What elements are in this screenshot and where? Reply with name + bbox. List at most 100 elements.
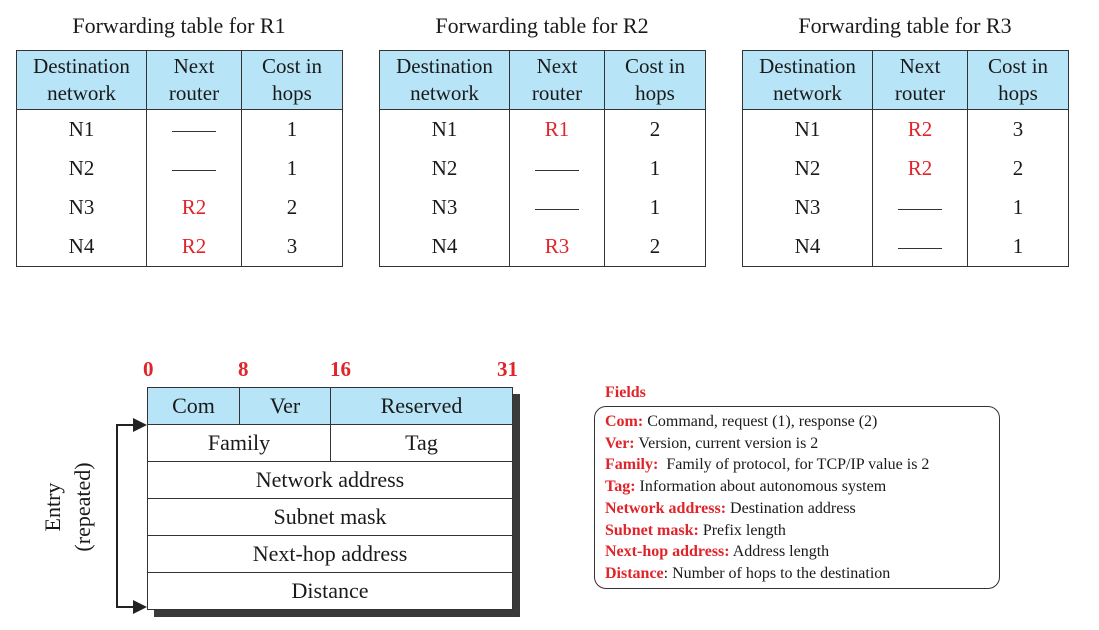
reserved-field: Reserved xyxy=(330,388,512,424)
network-address-row: Network address xyxy=(147,462,513,499)
com-field: Com xyxy=(172,393,215,418)
entry-bracket-bottom xyxy=(116,606,134,608)
cost-cell: 1 xyxy=(241,109,343,149)
entry-repeated-label: Entry (repeated) xyxy=(38,452,128,562)
dest-cell: N1 xyxy=(379,109,510,149)
table-row: N1 R1 2 xyxy=(379,109,706,149)
cost-cell: 2 xyxy=(604,227,706,267)
fields-title: Fields xyxy=(605,384,646,401)
dest-cell: N3 xyxy=(16,188,147,227)
dash-icon xyxy=(898,247,942,249)
fields-legend: Com: Command, request (1), response (2) … xyxy=(594,406,1000,589)
next-router-cell: R2 xyxy=(146,227,242,267)
cost-cell: 1 xyxy=(241,149,343,188)
column-header-cost: Cost in hops xyxy=(241,50,343,110)
cost-cell: 3 xyxy=(241,227,343,267)
forwarding-table-r1: Forwarding table for R1 Destination netw… xyxy=(16,12,343,267)
dash-icon xyxy=(898,208,942,210)
dest-cell: N4 xyxy=(379,227,510,267)
column-header-cost: Cost in hops xyxy=(604,50,706,110)
field-key: Ver: xyxy=(605,434,635,452)
bit-number-8: 8 xyxy=(238,357,249,381)
distance-field: Distance xyxy=(291,578,369,603)
table-title: Forwarding table for R3 xyxy=(798,13,1012,38)
forwarding-table-r2: Forwarding table for R2 Destination netw… xyxy=(379,12,706,267)
dash-icon xyxy=(535,208,579,210)
table-row: N1 1 xyxy=(16,109,343,149)
field-desc: Command, request (1), response (2) xyxy=(643,413,878,430)
next-router-cell xyxy=(146,149,242,188)
column-header-destination: Destination network xyxy=(379,50,510,110)
entry-label-line2: (repeated) xyxy=(70,462,95,552)
subnet-mask-row: Subnet mask xyxy=(147,499,513,536)
family-tag-row: Family Tag xyxy=(147,425,513,462)
field-key: Subnet mask: xyxy=(605,521,699,539)
distance-row: Distance xyxy=(147,573,513,610)
bit-number-31: 31 xyxy=(497,357,518,381)
table-row: N1 R2 3 xyxy=(742,109,1069,149)
column-header-next-router: Next router xyxy=(872,50,968,110)
dest-cell: N3 xyxy=(379,188,510,227)
list-item: Ver: Version, current version is 2 xyxy=(605,433,999,455)
field-desc: : Number of hops to the destination xyxy=(663,564,891,582)
next-hop-row: Next-hop address xyxy=(147,536,513,573)
list-item: Network address: Destination address xyxy=(605,498,999,520)
list-item: Distance: Number of hops to the destinat… xyxy=(605,563,999,585)
field-key: Family: xyxy=(605,456,659,474)
next-router-cell: R2 xyxy=(872,109,968,149)
dest-cell: N2 xyxy=(16,149,147,188)
arrow-right-icon xyxy=(133,418,147,432)
list-item: Family: Family of protocol, for TCP/IP v… xyxy=(605,454,999,476)
cost-cell: 1 xyxy=(604,188,706,227)
table-row: N3 1 xyxy=(379,188,706,227)
network-address-field: Network address xyxy=(255,467,405,492)
list-item: Com: Command, request (1), response (2) xyxy=(605,411,999,433)
field-desc: Address length xyxy=(729,543,830,561)
table: Destination network Next router Cost in … xyxy=(16,50,343,267)
dash-icon xyxy=(172,169,216,171)
column-header-cost: Cost in hops xyxy=(967,50,1069,110)
column-header-next-router: Next router xyxy=(146,50,242,110)
ver-field: Ver xyxy=(239,388,330,424)
family-field: Family xyxy=(207,430,271,455)
column-header-destination: Destination network xyxy=(742,50,873,110)
tag-field: Tag xyxy=(330,425,512,461)
next-router-cell xyxy=(872,227,968,267)
header-row: Com Ver Reserved xyxy=(147,387,513,425)
dest-cell: N3 xyxy=(742,188,873,227)
field-key: Distance xyxy=(605,564,664,582)
cost-cell: 3 xyxy=(967,109,1069,149)
entry-label-line1: Entry xyxy=(40,482,65,532)
entry-bracket-top xyxy=(116,424,134,426)
table-row: N2 1 xyxy=(16,149,343,188)
field-desc: Prefix length xyxy=(698,521,786,539)
field-key: Next-hop address: xyxy=(605,543,730,561)
dash-icon xyxy=(172,130,216,132)
table-row: N4 R3 2 xyxy=(379,227,706,267)
next-hop-field: Next-hop address xyxy=(252,541,408,566)
cost-cell: 2 xyxy=(967,149,1069,188)
list-item: Next-hop address: Address length xyxy=(605,541,999,563)
field-key: Tag: xyxy=(605,478,636,496)
cost-cell: 1 xyxy=(967,227,1069,267)
dest-cell: N2 xyxy=(742,149,873,188)
column-header-destination: Destination network xyxy=(16,50,147,110)
field-key: Network address: xyxy=(605,499,727,517)
rip-message-format: Com Ver Reserved Family Tag Network addr… xyxy=(147,387,513,610)
next-router-cell: R2 xyxy=(872,149,968,188)
cost-cell: 1 xyxy=(967,188,1069,227)
table: Destination network Next router Cost in … xyxy=(379,50,706,267)
table-row: N3 R2 2 xyxy=(16,188,343,227)
field-desc: Destination address xyxy=(726,499,856,517)
dest-cell: N1 xyxy=(742,109,873,149)
table-row: N4 R2 3 xyxy=(16,227,343,267)
next-router-cell xyxy=(509,188,605,227)
table-row: N2 1 xyxy=(379,149,706,188)
arrow-right-icon xyxy=(133,600,147,614)
table-row: N4 1 xyxy=(742,227,1069,267)
dest-cell: N1 xyxy=(16,109,147,149)
next-router-cell xyxy=(872,188,968,227)
cost-cell: 2 xyxy=(241,188,343,227)
column-header-next-router: Next router xyxy=(509,50,605,110)
forwarding-table-r3: Forwarding table for R3 Destination netw… xyxy=(742,12,1069,267)
